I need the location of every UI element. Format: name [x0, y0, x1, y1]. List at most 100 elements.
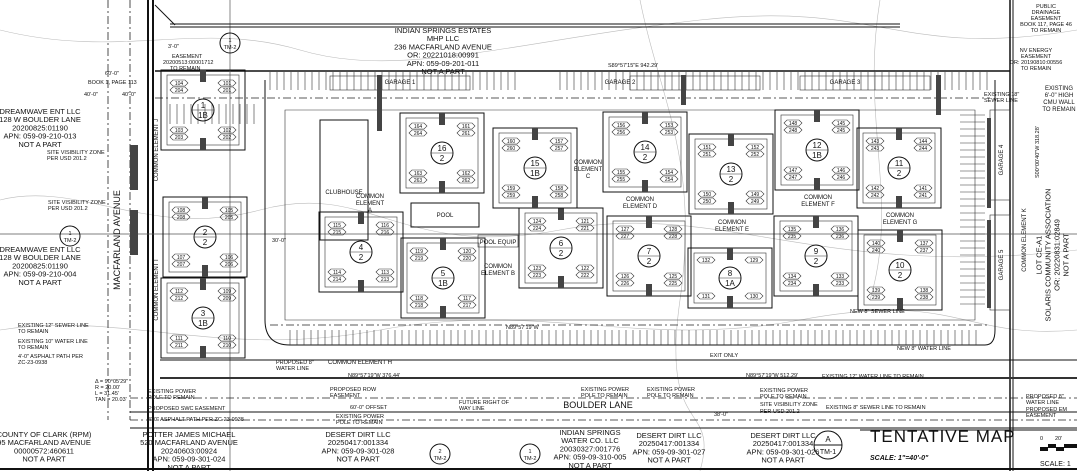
unit-tag — [697, 197, 717, 205]
unit-number: 209 — [223, 296, 232, 302]
unit-tag — [866, 286, 886, 294]
owner-line: DESERT DIRT LLC — [325, 430, 391, 439]
sheet-scale: SCALE: 1"=40'-0" — [870, 455, 929, 462]
unit-tag — [913, 137, 933, 145]
svg-text:EXISTING 18": EXISTING 18" — [984, 92, 1019, 98]
unit-number: 117 — [463, 296, 471, 302]
owner-line: 20240603:00924 — [161, 446, 217, 455]
owner-line: 95 MACFARLAND AVENUE — [0, 438, 91, 447]
building-type: 2 — [643, 153, 648, 162]
stair-hatch — [646, 284, 652, 296]
unit-tag — [611, 168, 631, 176]
svg-text:ELEMENT: ELEMENT — [356, 201, 385, 207]
owner-line: DESERT DIRT LLC — [750, 431, 816, 440]
svg-text:TO REMAIN: TO REMAIN — [18, 329, 48, 335]
unit-number: 151 — [703, 145, 712, 151]
svg-text:C: C — [586, 174, 591, 180]
unit-tag — [611, 128, 631, 136]
stair-hatch — [646, 216, 652, 228]
building-type: 2 — [729, 175, 734, 184]
svg-text:30'-0": 30'-0" — [272, 238, 286, 244]
unit-tag — [831, 173, 851, 181]
svg-text:L = 31.45': L = 31.45' — [95, 391, 119, 397]
stair-hatch — [814, 110, 820, 122]
unit-number: 129 — [750, 258, 759, 264]
unit-tag — [169, 86, 189, 94]
clubhouse-label: CLUBHOUSE — [325, 190, 362, 196]
svg-text:COMMON ELEMENT J: COMMON ELEMENT J — [154, 119, 160, 182]
title-block: A TM-1 TENTATIVE MAP SCALE: 1"=40'-0" 0 … — [813, 427, 1077, 468]
svg-text:TAN = 20.03': TAN = 20.03' — [95, 397, 127, 403]
svg-text:ELEMENT: ELEMENT — [574, 167, 603, 173]
unit-tag — [913, 184, 933, 192]
svg-text:POLE TO REMAIN: POLE TO REMAIN — [647, 393, 694, 399]
owner-line: 20030327:001776 — [560, 444, 620, 453]
unit-tag — [527, 271, 547, 279]
unit-tag — [549, 184, 569, 192]
unit-number: 164 — [414, 124, 423, 130]
stair-hatch — [358, 280, 364, 292]
svg-text:TM-2: TM-2 — [224, 45, 237, 51]
svg-text:3'-0": 3'-0" — [168, 44, 179, 50]
unit-number: 153 — [665, 123, 674, 129]
unit-tag — [745, 197, 765, 205]
unit-number: 107 — [177, 255, 186, 261]
unit-tag — [217, 341, 237, 349]
svg-text:COMMON ELEMENT K: COMMON ELEMENT K — [1022, 208, 1028, 272]
svg-text:R = 20.00': R = 20.00' — [95, 385, 120, 391]
unit-number: 134 — [788, 274, 797, 280]
unit-tag — [527, 217, 547, 225]
unit-tag — [457, 294, 477, 302]
owner-line: COUNTY OF CLARK (RPM) — [0, 430, 92, 439]
unit-tag — [697, 190, 717, 198]
unit-number: 238 — [920, 295, 929, 301]
svg-text:BOOK 117, PAGE 46: BOOK 117, PAGE 46 — [1020, 22, 1072, 28]
svg-text:TO REMAIN: TO REMAIN — [1021, 66, 1051, 72]
unit-tag — [408, 169, 428, 177]
svg-text:POLE TO REMAIN: POLE TO REMAIN — [581, 393, 628, 399]
unit-number: 252 — [751, 152, 760, 158]
unit-tag — [615, 279, 635, 287]
unit-number: 246 — [837, 175, 846, 181]
unit-tag — [615, 232, 635, 240]
unit-tag — [745, 150, 765, 158]
svg-text:COMMON: COMMON — [356, 194, 384, 200]
stair-hatch — [439, 113, 445, 125]
owner-line: NOT A PART — [167, 463, 211, 471]
unit-tag — [375, 228, 395, 236]
unit-tag — [171, 260, 191, 268]
unit-number: 146 — [837, 168, 846, 174]
unit-tag — [169, 294, 189, 302]
unit-number: 240 — [872, 248, 881, 254]
svg-text:SITE VISIBILITY ZONE: SITE VISIBILITY ZONE — [47, 150, 105, 156]
parking-stalls — [169, 72, 988, 345]
building-number: 12 — [813, 141, 822, 150]
unit-tag — [744, 292, 764, 300]
unit-tag — [697, 143, 717, 151]
unit-number: 162 — [462, 171, 471, 177]
svg-text:ELEMENT G: ELEMENT G — [883, 220, 918, 226]
building-type: 2 — [897, 169, 902, 178]
building-number: 14 — [641, 143, 650, 152]
building-type: 1B — [438, 279, 448, 288]
svg-text:EXISTING POWER: EXISTING POWER — [760, 388, 808, 394]
unit-number: 222 — [581, 273, 590, 279]
unit-number: 130 — [750, 294, 759, 300]
unit-number: 142 — [871, 186, 880, 192]
detail-id: A — [825, 435, 831, 444]
svg-text:ELEMENT D: ELEMENT D — [623, 204, 658, 210]
stair-hatch — [200, 346, 206, 358]
unit-tag — [611, 121, 631, 129]
unit-tag — [866, 246, 886, 254]
unit-number: 136 — [836, 227, 845, 233]
unit-tag — [456, 129, 476, 137]
building-type: 1B — [812, 151, 822, 160]
owner-line: 00000572:460611 — [14, 446, 74, 455]
svg-text:PER USD 201.2: PER USD 201.2 — [48, 206, 88, 212]
building-type: 1B — [530, 169, 540, 178]
building-number: 6 — [559, 239, 564, 248]
